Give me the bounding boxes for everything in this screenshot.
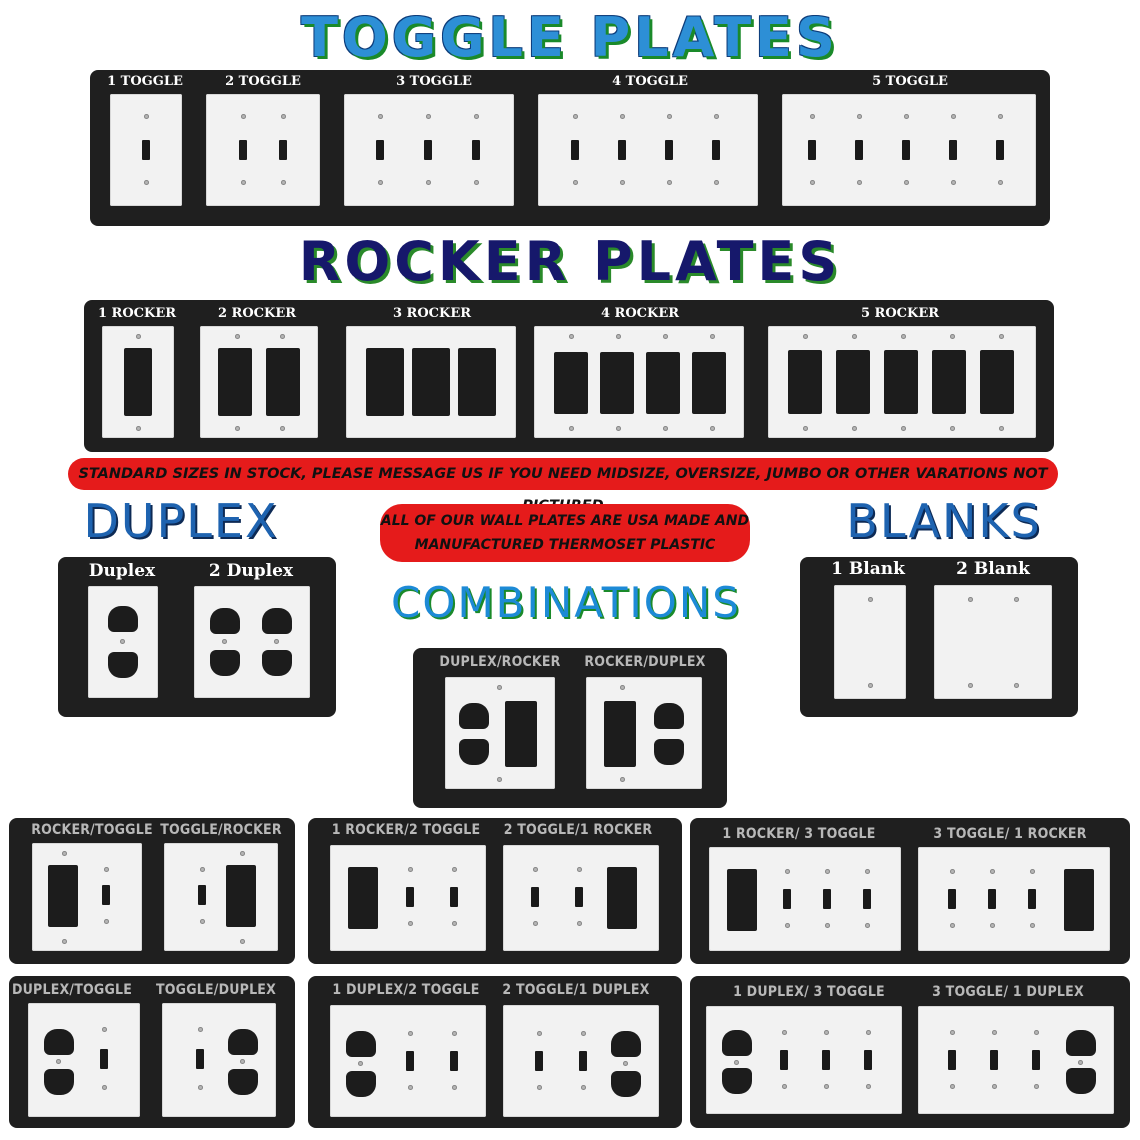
toggle2-duplex1-plate xyxy=(503,1005,659,1117)
rocker-duplex-plate xyxy=(586,677,702,789)
toggle-duplex-label: TOGGLE/DUPLEX xyxy=(155,982,277,998)
rocker-plate-3 xyxy=(346,326,516,438)
duplex-toggle-label: DUPLEX/TOGGLE xyxy=(11,982,133,998)
stock-sizes-banner: STANDARD SIZES IN STOCK, PLEASE MESSAGE … xyxy=(68,458,1058,514)
toggle-label-4: 4 TOGGLE xyxy=(612,74,688,89)
rocker-plate-2 xyxy=(200,326,318,438)
duplex-rocker-label: DUPLEX/ROCKER xyxy=(439,654,561,670)
toggle3-rocker1-plate xyxy=(918,847,1110,951)
duplex-label-1: Duplex xyxy=(88,561,156,581)
rocker-toggle-label: ROCKER/TOGGLE xyxy=(31,822,153,838)
toggle-plate-3 xyxy=(344,94,514,206)
rocker-toggle-plate xyxy=(32,843,142,951)
duplex1-toggle2-label: 1 DUPLEX/2 TOGGLE xyxy=(332,982,480,998)
blanks-title: BLANKS xyxy=(846,494,1042,548)
duplex1-toggle3-plate xyxy=(706,1006,902,1114)
toggle-plates-title: TOGGLE PLATES xyxy=(301,6,839,69)
duplex-title: DUPLEX xyxy=(83,494,279,548)
rocker-plate-5 xyxy=(768,326,1036,438)
toggle-plate-5 xyxy=(782,94,1036,206)
rocker-label-2: 2 ROCKER xyxy=(217,306,297,321)
rocker-duplex-label: ROCKER/DUPLEX xyxy=(584,654,706,670)
rocker1-toggle3-label: 1 ROCKER/ 3 TOGGLE xyxy=(722,826,876,842)
duplex-label-2: 2 Duplex xyxy=(208,561,294,581)
combinations-title: COMBINATIONS xyxy=(391,578,741,627)
toggle2-rocker1-label: 2 TOGGLE/1 ROCKER xyxy=(503,822,653,838)
duplex1-toggle3-label: 1 DUPLEX/ 3 TOGGLE xyxy=(733,984,885,1000)
rocker1-toggle2-plate xyxy=(330,845,486,951)
usa-made-line-1: ALL OF OUR WALL PLATES ARE USA MADE AND xyxy=(380,513,750,529)
blank-label-2: 2 Blank xyxy=(956,559,1030,579)
blank-label-1: 1 Blank xyxy=(831,559,905,579)
toggle-label-2: 2 TOGGLE xyxy=(225,74,301,89)
usa-made-line-2: MANUFACTURED THERMOSET PLASTIC xyxy=(414,537,716,553)
toggle-plate-1 xyxy=(110,94,182,206)
rocker-label-3: 3 ROCKER xyxy=(392,306,472,321)
toggle-label-1: 1 TOGGLE xyxy=(107,74,183,89)
duplex-plate-2 xyxy=(194,586,310,698)
rocker-label-5: 5 ROCKER xyxy=(860,306,940,321)
toggle-rocker-label: TOGGLE/ROCKER xyxy=(160,822,282,838)
toggle3-rocker1-label: 3 TOGGLE/ 1 ROCKER xyxy=(933,826,1087,842)
rocker-plate-4 xyxy=(534,326,744,438)
toggle-plate-4 xyxy=(538,94,758,206)
blank-plate-2 xyxy=(934,585,1052,699)
rocker1-toggle2-label: 1 ROCKER/2 TOGGLE xyxy=(331,822,481,838)
toggle-rocker-plate xyxy=(164,843,278,951)
toggle-label-3: 3 TOGGLE xyxy=(396,74,472,89)
toggle2-rocker1-plate xyxy=(503,845,659,951)
rocker-plate-1 xyxy=(102,326,174,438)
toggle-duplex-plate xyxy=(162,1003,276,1117)
duplex1-toggle2-plate xyxy=(330,1005,486,1117)
rocker-plates-title: ROCKER PLATES xyxy=(298,230,842,293)
blank-plate-1 xyxy=(834,585,906,699)
duplex-toggle-plate xyxy=(28,1003,140,1117)
toggle3-duplex1-plate xyxy=(918,1006,1114,1114)
toggle3-duplex1-label: 3 TOGGLE/ 1 DUPLEX xyxy=(932,984,1084,1000)
toggle2-duplex1-label: 2 TOGGLE/1 DUPLEX xyxy=(502,982,650,998)
rocker-label-4: 4 ROCKER xyxy=(600,306,680,321)
toggle-plate-2 xyxy=(206,94,320,206)
rocker-label-1: 1 ROCKER xyxy=(97,306,177,321)
usa-made-banner: ALL OF OUR WALL PLATES ARE USA MADE AND … xyxy=(380,504,750,562)
duplex-rocker-plate xyxy=(445,677,555,789)
toggle-label-5: 5 TOGGLE xyxy=(872,74,948,89)
duplex-plate-1 xyxy=(88,586,158,698)
rocker1-toggle3-plate xyxy=(709,847,901,951)
